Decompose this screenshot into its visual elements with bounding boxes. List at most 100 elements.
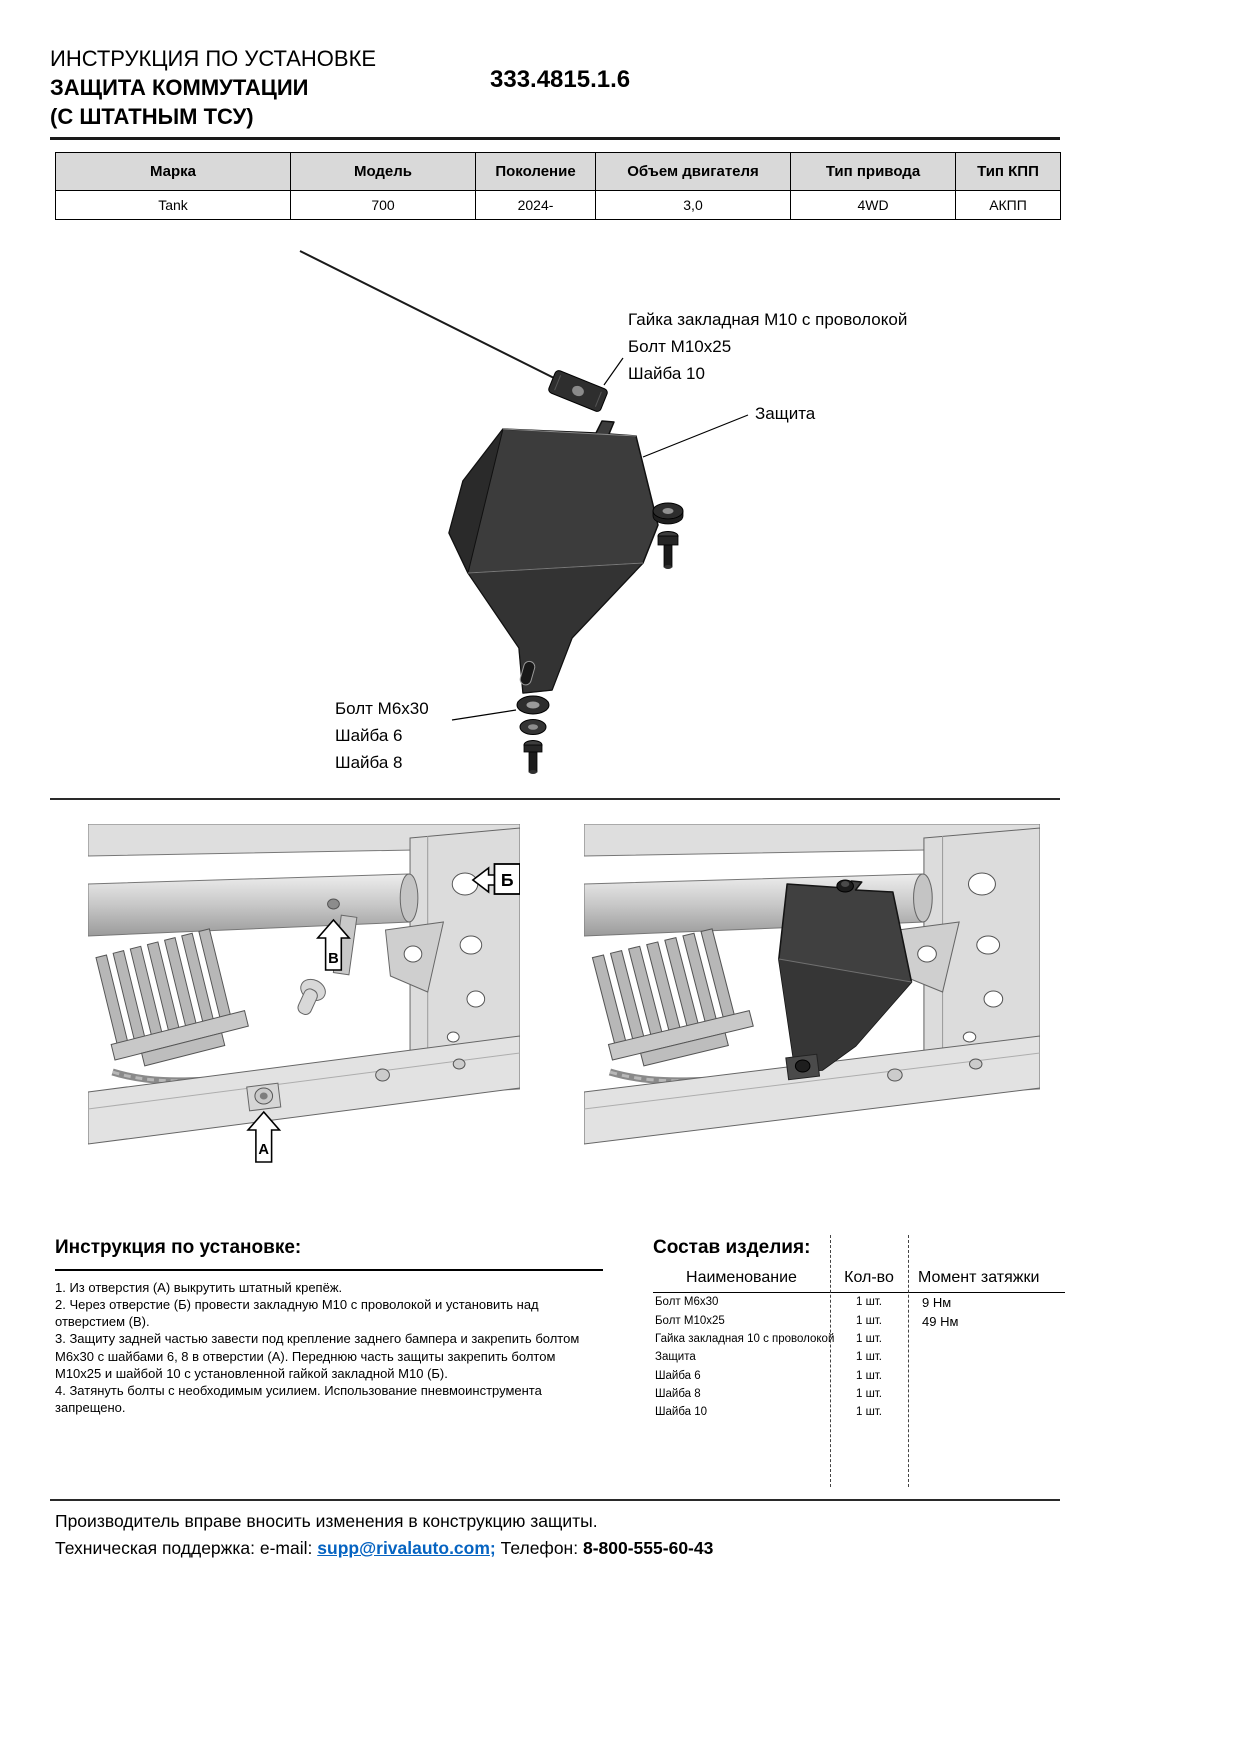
part-name: Гайка закладная 10 с проволокой xyxy=(655,1333,835,1346)
spec-header-row: Марка Модель Поколение Объем двигателя Т… xyxy=(55,152,1061,191)
callout-washer-10-label: Шайба 10 xyxy=(628,364,705,383)
instruction-steps: 1. Из отверстия (А) выкрутить штатный кр… xyxy=(55,1269,603,1416)
photo-installed xyxy=(583,823,1041,1169)
spec-value-generation: 2024- xyxy=(475,190,596,220)
embedded-nut-plate xyxy=(548,370,608,412)
footer-divider xyxy=(50,1499,1060,1501)
marker-a-letter: А xyxy=(258,1142,269,1158)
parts-column-divider xyxy=(830,1235,831,1487)
keyhole-plate xyxy=(297,978,326,1015)
support-line: Техническая поддержка: e-mail: supp@riva… xyxy=(55,1538,1240,1559)
part-number: 333.4815.1.6 xyxy=(490,66,631,93)
callout-bolt-m10-label: Болт М10х25 xyxy=(628,337,732,356)
part-name: Шайба 10 xyxy=(655,1406,708,1419)
spec-table: Марка Модель Поколение Объем двигателя Т… xyxy=(55,152,1061,220)
parts-heading: Состав изделия: xyxy=(653,1237,811,1258)
part-qty: 1 шт. xyxy=(855,1351,882,1364)
part-name: Болт М10х25 xyxy=(655,1314,725,1327)
leader-line-hardware-bottom xyxy=(451,709,517,721)
frame-rail xyxy=(409,827,521,1075)
part-torque xyxy=(908,1403,1065,1421)
washer-6 xyxy=(519,719,547,735)
marker-v-letter: В xyxy=(328,951,339,967)
installation-instructions: Инструкция по установке: 1. Из отверстия… xyxy=(55,1237,603,1487)
part-torque xyxy=(908,1348,1065,1366)
parts-col-torque: Момент затяжки xyxy=(908,1263,1065,1293)
shield-part xyxy=(448,420,659,694)
doc-subtitle: (С ШТАТНЫМ ТСУ) xyxy=(50,104,254,129)
part-torque xyxy=(908,1367,1065,1385)
support-phone: 8-800-555-60-43 xyxy=(582,1538,714,1558)
phone-label: Телефон: xyxy=(500,1538,579,1558)
washer-10 xyxy=(652,502,684,525)
spec-value-row: Tank 700 2024- 3,0 4WD АКПП xyxy=(55,190,1061,220)
bottom-section: Инструкция по установке: 1. Из отверстия… xyxy=(55,1235,1240,1487)
part-qty: 1 шт. xyxy=(855,1369,882,1382)
manufacturer-disclaimer: Производитель вправе вносить изменения в… xyxy=(55,1511,598,1531)
spec-header-drive: Тип привода xyxy=(790,152,956,191)
marker-v: В xyxy=(315,918,351,971)
parts-table: Наименование Кол-во Момент затяжки Болт … xyxy=(653,1263,1065,1421)
leader-line-hardware-top xyxy=(603,357,624,386)
callout-washer-6-label: Шайба 6 xyxy=(335,726,403,745)
part-qty: 1 шт. xyxy=(855,1314,882,1327)
parts-column-divider xyxy=(908,1235,909,1487)
spec-value-brand: Tank xyxy=(55,190,291,220)
spec-header-gearbox: Тип КПП xyxy=(955,152,1061,191)
photo-mount-points-drawing: Б В А xyxy=(87,823,521,1163)
email-separator: ; xyxy=(489,1538,496,1558)
parts-list: Состав изделия: Наименование Кол-во Моме… xyxy=(653,1235,1065,1487)
exploded-diagram: Гайка закладная М10 с проволокой Болт М1… xyxy=(0,233,1240,798)
section-divider xyxy=(50,798,1060,800)
spec-header-generation: Поколение xyxy=(475,152,596,191)
part-torque xyxy=(908,1385,1065,1403)
part-qty: 1 шт. xyxy=(855,1387,882,1400)
shield-top-bolt xyxy=(836,879,854,893)
washer-8 xyxy=(516,695,550,715)
instruction-step: 1. Из отверстия (А) выкрутить штатный кр… xyxy=(55,1280,343,1295)
spec-header-brand: Марка xyxy=(55,152,291,191)
shield-foot-bolt xyxy=(785,1053,821,1081)
instructions-heading: Инструкция по установке: xyxy=(55,1237,302,1258)
finned-component xyxy=(591,928,754,1067)
shield-slot xyxy=(519,660,536,686)
marker-a: А xyxy=(246,1110,282,1163)
spec-value-gearbox: АКПП xyxy=(955,190,1061,220)
frame-rail xyxy=(923,827,1041,1075)
bumper-beam xyxy=(583,1035,1041,1145)
spec-value-engine: 3,0 xyxy=(595,190,791,220)
part-qty: 1 шт. xyxy=(855,1406,882,1419)
bolt-m6x30 xyxy=(523,740,543,774)
part-torque: 49 Нм xyxy=(922,1313,959,1329)
part-name: Шайба 6 xyxy=(655,1369,701,1382)
support-label: Техническая поддержка: e-mail: xyxy=(55,1538,313,1558)
callout-bolt-m6-label: Болт М6х30 xyxy=(335,699,429,718)
tube-bracket xyxy=(384,921,445,993)
part-torque xyxy=(908,1330,1065,1348)
marker-b: Б xyxy=(471,863,521,895)
part-qty: 1 шт. xyxy=(855,1296,882,1308)
tube-bracket xyxy=(897,921,960,993)
retaining-wire xyxy=(299,250,561,382)
stock-fastener xyxy=(246,1082,282,1112)
doc-title: ЗАЩИТА КОММУТАЦИИ xyxy=(50,75,309,100)
installation-photos: Б В А xyxy=(87,823,1240,1169)
callout-hardware-bottom: Болт М6х30 Шайба 6 Шайба 8 xyxy=(335,695,429,776)
instruction-step: 4. Затянуть болты с необходимым усилием.… xyxy=(55,1382,542,1416)
header-rule xyxy=(50,137,1060,140)
support-email-link[interactable]: supp@rivalauto.com xyxy=(317,1538,490,1558)
tube-hole-v xyxy=(327,898,340,910)
cross-tube xyxy=(87,873,419,937)
callout-embed-nut-label: Гайка закладная М10 с проволокой xyxy=(628,310,908,329)
installed-shield xyxy=(778,879,913,1081)
spec-value-model: 700 xyxy=(290,190,476,220)
callout-hardware-top: Гайка закладная М10 с проволокой Болт М1… xyxy=(628,306,907,387)
leader-line-shield xyxy=(642,414,749,458)
callout-washer-8-label: Шайба 8 xyxy=(335,753,403,772)
part-name: Защита xyxy=(655,1351,696,1364)
callout-shield-label: Защита xyxy=(755,404,816,423)
parts-col-qty: Кол-во xyxy=(830,1263,908,1293)
part-name: Шайба 8 xyxy=(655,1387,701,1400)
doc-type: ИНСТРУКЦИЯ ПО УСТАНОВКЕ xyxy=(50,46,377,71)
